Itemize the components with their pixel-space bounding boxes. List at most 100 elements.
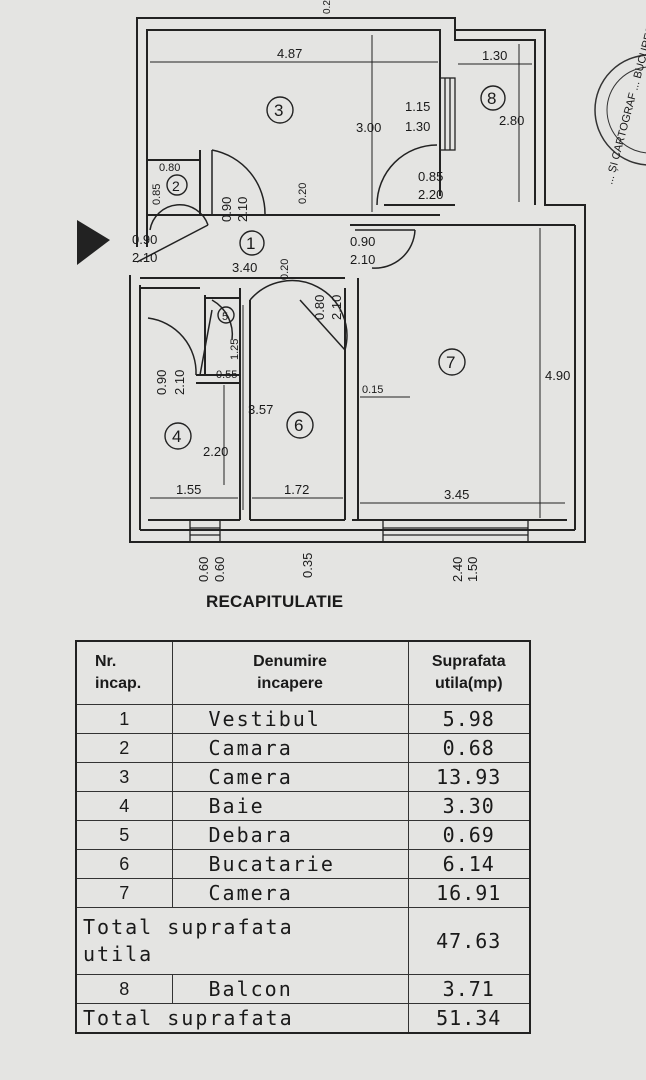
dim-label: 0.20 xyxy=(297,183,309,204)
total-row: Total suprafata 51.34 xyxy=(75,1003,531,1034)
room-nr: 7 xyxy=(75,878,173,908)
dim-label: 2.10 xyxy=(329,295,344,320)
col-name-line1: Denumire xyxy=(253,653,327,670)
room-id-7: 7 xyxy=(446,353,455,372)
room-area: 3.30 xyxy=(407,791,531,821)
dim-label: 2.80 xyxy=(499,113,524,128)
dim-label: 0.60 xyxy=(196,557,211,582)
total-value: 51.34 xyxy=(407,1003,531,1034)
stamp-text: ... ȘI CARTOGRAF ... BUCUREȘTI xyxy=(603,15,646,185)
dim-label: 2.10 xyxy=(132,250,157,265)
dim-label: 0.55 xyxy=(216,369,237,381)
col-header-nr: Nr. incap. xyxy=(75,640,173,705)
room-name: Camara xyxy=(171,733,409,763)
recap-heading: RECAPITULATIE xyxy=(206,592,344,611)
dim-label: 0.15 xyxy=(362,384,383,396)
dim-label: 2.10 xyxy=(172,370,187,395)
room-name: Baie xyxy=(171,791,409,821)
col-area-line1: Suprafata xyxy=(431,653,506,670)
room-name: Vestibul xyxy=(171,704,409,734)
dim-label: 2.10 xyxy=(235,197,250,222)
room-id-1: 1 xyxy=(246,234,255,253)
dim-label: 1.25 xyxy=(229,339,241,360)
dim-label: 0.80 xyxy=(159,162,180,174)
dim-label: 3.40 xyxy=(232,260,257,275)
dim-label: 0.35 xyxy=(300,553,315,578)
room-area: 0.68 xyxy=(407,733,531,763)
room-name: Camera xyxy=(171,878,409,908)
col-nr-line1: Nr. xyxy=(95,653,117,670)
dim-label: 1.55 xyxy=(176,482,201,497)
room-id-4: 4 xyxy=(172,427,181,446)
dim-label: 0.85 xyxy=(151,184,163,205)
room-name: Bucatarie xyxy=(171,849,409,879)
dim-label: 0.20 xyxy=(279,259,291,280)
dim-label: 4.87 xyxy=(277,46,302,61)
room-id-2: 2 xyxy=(172,178,180,194)
total-util-value: 47.63 xyxy=(407,907,531,975)
col-header-area: Suprafata utila(mp) xyxy=(407,640,531,705)
stamp: ... ȘI CARTOGRAF ... BUCUREȘTI xyxy=(594,15,646,186)
room-id-5: 5 xyxy=(222,311,228,323)
dim-label: 0.90 xyxy=(350,234,375,249)
table-row: 3 Camera 13.93 xyxy=(75,762,531,792)
col-header-name: Denumire incapere xyxy=(171,640,409,705)
dim-label: 3.45 xyxy=(444,487,469,502)
dim-label: 3.00 xyxy=(356,120,381,135)
dim-label: 3.57 xyxy=(248,402,273,417)
room-area: 5.98 xyxy=(407,704,531,734)
dim-label: 0.85 xyxy=(418,169,443,184)
room-nr: 2 xyxy=(75,733,173,763)
table-row: 1 Vestibul 5.98 xyxy=(75,704,531,734)
room-nr: 6 xyxy=(75,849,173,879)
table-row: 7 Camera 16.91 xyxy=(75,878,531,908)
recap-table: Nr. incap. Denumire incapere Suprafata u… xyxy=(75,640,531,1034)
dim-label: 0.90 xyxy=(154,370,169,395)
dim-label: 0.80 xyxy=(312,295,327,320)
room-nr: 8 xyxy=(75,974,173,1004)
room-area: 3.71 xyxy=(407,974,531,1004)
dim-label: 2.40 xyxy=(450,557,465,582)
table-row: 5 Debara 0.69 xyxy=(75,820,531,850)
table-header-row: Nr. incap. Denumire incapere Suprafata u… xyxy=(75,640,531,705)
floor-plan: 3 2 8 1 5 4 6 7 4.87 1.30 3.00 1.15 1.30… xyxy=(77,0,646,582)
room-markers xyxy=(164,85,506,450)
total-util-label: Total suprafata utila xyxy=(75,907,409,975)
room-nr: 5 xyxy=(75,820,173,850)
room-name: Balcon xyxy=(171,974,409,1004)
total-label: Total suprafata xyxy=(75,1003,409,1034)
room-nr: 1 xyxy=(75,704,173,734)
dim-label: 0.60 xyxy=(212,557,227,582)
total-util-label-line2: utila xyxy=(83,942,154,966)
total-util-label-line1: Total suprafata xyxy=(83,915,294,939)
dim-label: 1.15 xyxy=(405,99,430,114)
room-area: 16.91 xyxy=(407,878,531,908)
dimension-lines xyxy=(150,35,565,518)
col-name-line2: incapere xyxy=(257,675,323,692)
dim-label: 1.50 xyxy=(465,557,480,582)
dim-label: 2.20 xyxy=(203,444,228,459)
col-area-line2: utila(mp) xyxy=(434,675,503,692)
dim-label: 1.30 xyxy=(405,119,430,134)
room-nr: 4 xyxy=(75,791,173,821)
room-area: 6.14 xyxy=(407,849,531,879)
room-id-8: 8 xyxy=(487,89,496,108)
dim-label: 4.90 xyxy=(545,368,570,383)
table-row: 6 Bucatarie 6.14 xyxy=(75,849,531,879)
col-nr-line2: incap. xyxy=(95,675,142,692)
table-row: 4 Baie 3.30 xyxy=(75,791,531,821)
dim-label: 0.2 xyxy=(322,0,333,14)
total-util-row: Total suprafata utila 47.63 xyxy=(75,907,531,975)
room-area: 13.93 xyxy=(407,762,531,792)
dim-label: 2.10 xyxy=(350,252,375,267)
entrance-arrow-icon xyxy=(77,220,110,265)
room-id-3: 3 xyxy=(274,101,283,120)
walls xyxy=(129,17,586,543)
dim-label: 1.30 xyxy=(482,48,507,63)
dim-label: 0.90 xyxy=(219,197,234,222)
dim-label: 0.90 xyxy=(132,232,157,247)
balcony-row: 8 Balcon 3.71 xyxy=(75,974,531,1004)
door-swings xyxy=(136,144,438,376)
dim-label: 1.72 xyxy=(284,482,309,497)
windows xyxy=(189,77,529,543)
